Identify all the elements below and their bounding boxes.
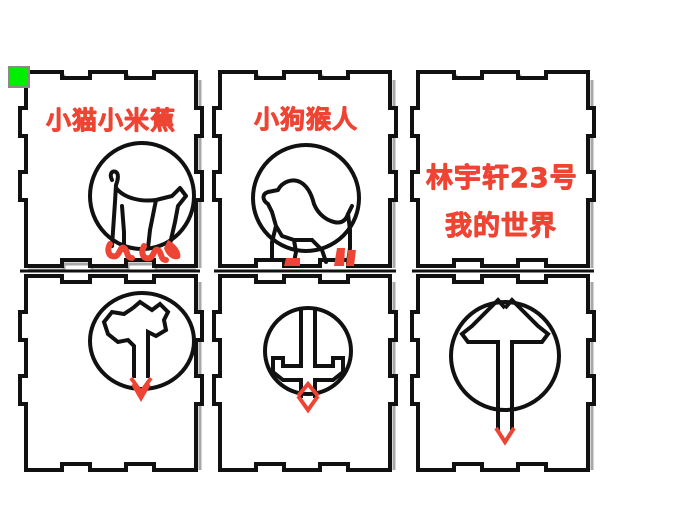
dog-figure (251, 143, 361, 266)
anchor-arrow-figure (263, 306, 353, 414)
up-arrow-figure (449, 297, 561, 446)
branching-arrow-figure (88, 291, 196, 403)
cat-figure (88, 141, 196, 263)
panel-3-caption-line1: 林宇轩23号 (426, 163, 578, 194)
panel-1-caption: 小猫小米蕉 (46, 106, 177, 135)
selection-handle[interactable] (8, 66, 30, 88)
panel-bottom-center[interactable] (212, 274, 398, 472)
panel-top-right[interactable] (410, 70, 596, 268)
panel-top-left[interactable] (18, 70, 204, 268)
panel-top-center[interactable] (212, 70, 398, 268)
panel-3-caption-line2: 我的世界 (445, 211, 557, 242)
panel-2-caption: 小狗猴人 (254, 105, 359, 134)
panel-bottom-left[interactable] (18, 274, 204, 472)
